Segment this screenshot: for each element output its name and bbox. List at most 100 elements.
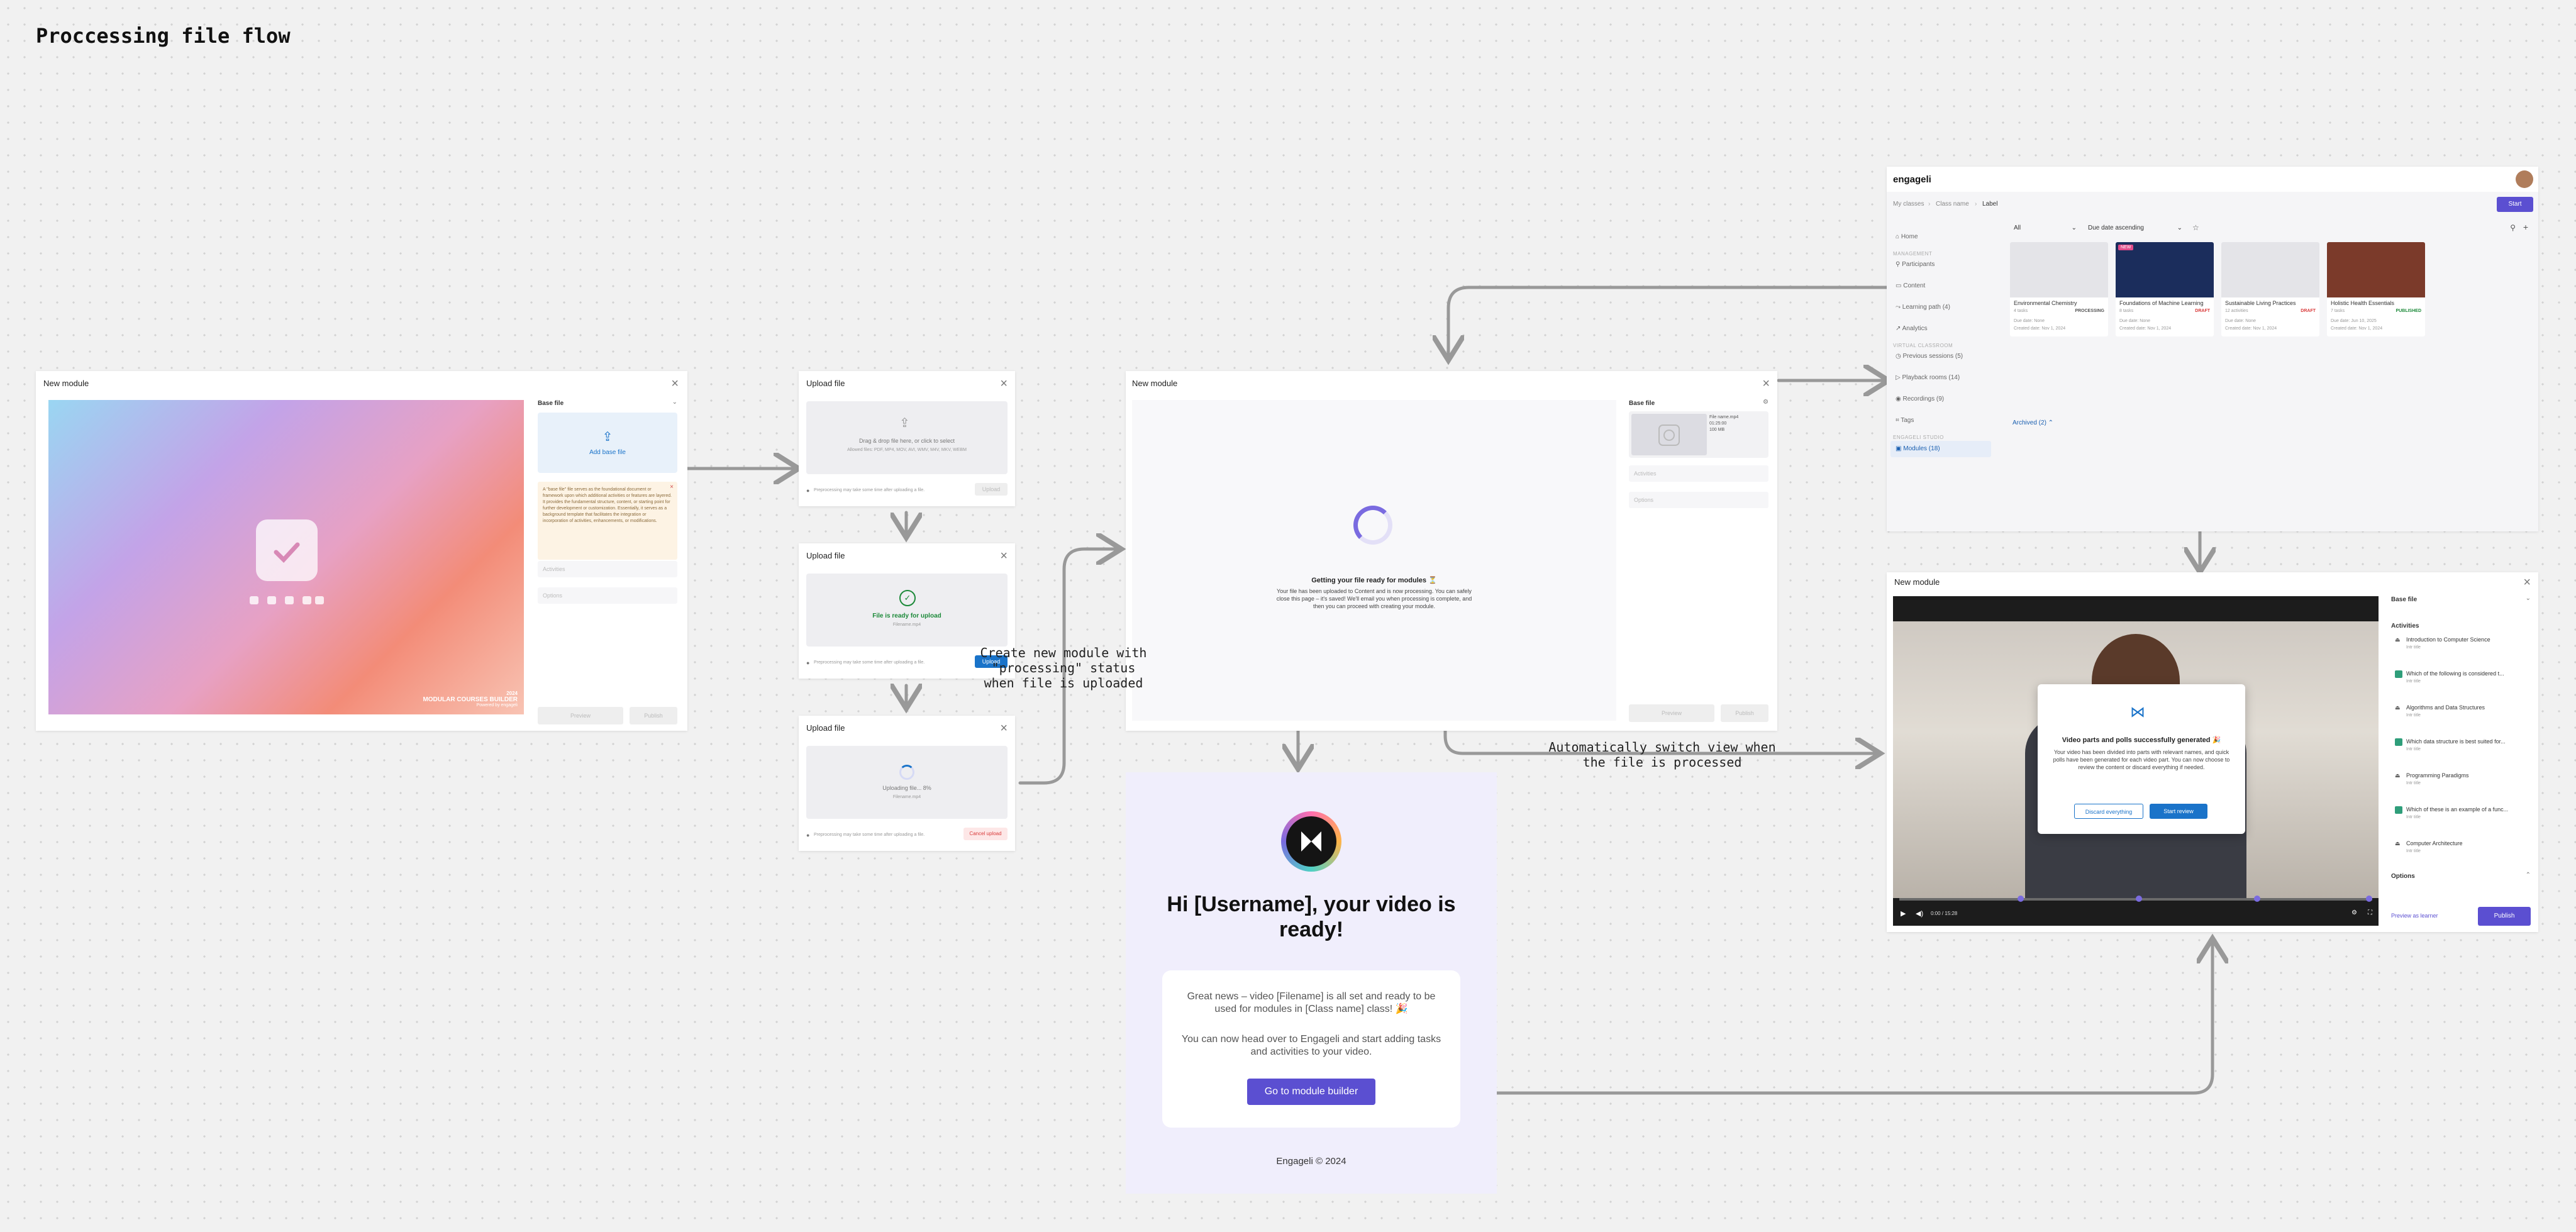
breadcrumb-label[interactable]: Label — [1982, 201, 1998, 208]
drop-zone[interactable]: ⇪ Drag & drop file here, or click to sel… — [806, 401, 1008, 474]
spinner-icon — [899, 765, 914, 780]
breadcrumb-my-classes[interactable]: My classes — [1893, 201, 1924, 208]
drop-zone[interactable]: ✓ File is ready for upload Filename.mp4 — [806, 574, 1008, 647]
close-icon[interactable]: × — [1762, 377, 1770, 391]
chapter-marker[interactable] — [2018, 896, 2024, 902]
activities-section[interactable]: Activities — [1629, 465, 1768, 482]
breadcrumb-class-name[interactable]: Class name — [1936, 201, 1969, 208]
cancel-upload-button[interactable]: Cancel upload — [963, 828, 1008, 840]
base-file-preview: 2024 MODULAR COURSES BUILDER Powered by … — [48, 400, 524, 714]
options-section[interactable]: Options — [538, 587, 677, 604]
go-to-module-builder-button[interactable]: Go to module builder — [1247, 1079, 1375, 1105]
processing-area: Getting your file ready for modules ⏳ Yo… — [1132, 400, 1616, 721]
close-icon[interactable]: × — [671, 377, 679, 391]
activity-label: Which of these is an example of a func..… — [2406, 806, 2509, 813]
file-name: Filename.mp4 — [892, 623, 921, 627]
close-icon[interactable]: × — [1000, 549, 1008, 563]
fullscreen-icon[interactable]: ⛶ — [2368, 909, 2372, 916]
upload-button[interactable]: Upload — [975, 655, 1008, 668]
sidebar-item-tags[interactable]: ⌗ Tags — [1896, 417, 1914, 424]
activities-section[interactable]: Activities — [538, 561, 677, 577]
activities-label: Activities — [2391, 623, 2419, 630]
chevron-up-icon[interactable]: ⌃ — [2525, 872, 2531, 879]
add-base-file-button[interactable]: ⇪ Add base file — [538, 413, 677, 473]
volume-icon[interactable]: ◀) — [1916, 910, 1924, 918]
plus-icon[interactable]: + — [2523, 222, 2528, 232]
base-file-label: Base file — [1629, 400, 1655, 407]
sidebar-item-previous-sessions[interactable]: ◷ Previous sessions (5) — [1896, 353, 1963, 360]
preview-button[interactable]: Preview — [538, 707, 623, 724]
settings-icon[interactable]: ⚙ — [2351, 909, 2357, 916]
sidebar-item-participants[interactable]: ⚲ Participants — [1896, 261, 1935, 268]
engageli-logo — [1281, 811, 1341, 872]
sidebar-item-playback-rooms[interactable]: ▷ Playback rooms (14) — [1896, 374, 1960, 381]
start-review-button[interactable]: Start review — [2150, 804, 2207, 819]
publish-button[interactable]: Publish — [2478, 907, 2531, 926]
progress-bar[interactable] — [1899, 896, 2372, 902]
activity-item[interactable]: Which data structure is best suited for.… — [2391, 737, 2531, 767]
close-info-icon[interactable]: × — [670, 484, 674, 491]
activity-item[interactable]: Which of the following is considered t..… — [2391, 669, 2531, 699]
chevron-down-icon[interactable]: ⌄ — [2525, 595, 2531, 602]
publish-button[interactable]: Publish — [630, 707, 677, 724]
chapter-marker[interactable] — [2136, 896, 2142, 902]
sort-dropdown[interactable]: Due date ascending⌄ — [2088, 225, 2182, 231]
app-logo[interactable]: engageli — [1893, 174, 1931, 185]
upload-title: Upload file — [806, 551, 845, 560]
play-icon[interactable]: ▶ — [1901, 910, 1906, 918]
file-thumbnail — [1631, 414, 1707, 455]
activity-label: Algorithms and Data Structures — [2406, 704, 2485, 711]
logo-core — [1286, 816, 1336, 867]
new-module-empty-screen: New module × 2024 MODULAR COURSES BUILDE… — [36, 371, 687, 731]
star-icon[interactable]: ☆ — [2192, 223, 2199, 232]
info-icon: ● — [806, 660, 810, 666]
email-body-card: Great news – video [Filename] is all set… — [1162, 970, 1460, 1128]
dialog-title: Video parts and polls successfully gener… — [2062, 736, 2221, 744]
avatar[interactable] — [2516, 170, 2533, 188]
video-player[interactable]: ⋈ Video parts and polls successfully gen… — [1893, 596, 2379, 926]
module-thumbnail — [2327, 242, 2425, 297]
close-icon[interactable]: × — [1000, 721, 1008, 735]
email-line-1: Great news – video [Filename] is all set… — [1187, 991, 1436, 1014]
upload-dialog-ready: Upload file × ✓ File is ready for upload… — [799, 543, 1015, 679]
sidebar-section-virtual: VIRTUAL CLASSROOM — [1893, 343, 1953, 348]
module-card-meta: 4 tasks — [2014, 309, 2028, 313]
start-button[interactable]: Start — [2497, 197, 2533, 212]
close-icon[interactable]: × — [1000, 377, 1008, 391]
sidebar-item-recordings[interactable]: ◉ Recordings (9) — [1896, 396, 1945, 402]
processing-title: Getting your file ready for modules ⏳ — [1311, 577, 1437, 584]
archived-toggle[interactable]: Archived (2) ⌃ — [2012, 419, 2054, 426]
activity-item[interactable]: Which of these is an example of a func..… — [2391, 805, 2531, 835]
sidebar-item-content[interactable]: ▭ Content — [1896, 282, 1926, 289]
gear-icon[interactable]: ⚙ — [1763, 399, 1768, 406]
chapter-marker[interactable] — [2254, 896, 2260, 902]
sidebar-item-home[interactable]: ⌂ Home — [1896, 233, 1918, 240]
discard-everything-button[interactable]: Discard everything — [2074, 804, 2143, 819]
chapter-marker[interactable] — [2366, 896, 2372, 902]
upload-button[interactable]: Upload — [975, 483, 1008, 496]
drop-zone: Uploading file... 8% Filename.mp4 — [806, 746, 1008, 819]
close-icon[interactable]: × — [2523, 575, 2531, 589]
options-section[interactable]: Options — [1629, 492, 1768, 508]
brand-name: MODULAR COURSES BUILDER — [423, 696, 518, 703]
search-icon[interactable]: ⚲ — [2510, 223, 2516, 232]
sidebar-item-analytics[interactable]: ↗ Analytics — [1896, 325, 1928, 332]
sidebar-item-modules[interactable]: ▣ Modules (18) — [1890, 441, 1991, 457]
chevron-down-icon[interactable]: ⌄ — [672, 399, 677, 406]
publish-button[interactable]: Publish — [1721, 704, 1768, 722]
preview-button[interactable]: Preview — [1629, 704, 1714, 722]
preview-as-learner-button[interactable]: Preview as learner — [2391, 913, 2438, 919]
sidebar-item-learning-path[interactable]: ⤳ Learning path (4) — [1896, 304, 1950, 311]
filter-dropdown[interactable]: All⌄ — [2014, 225, 2077, 231]
side-panel: Base file ⌄ ⇪ Add base file A "base file… — [538, 399, 677, 604]
